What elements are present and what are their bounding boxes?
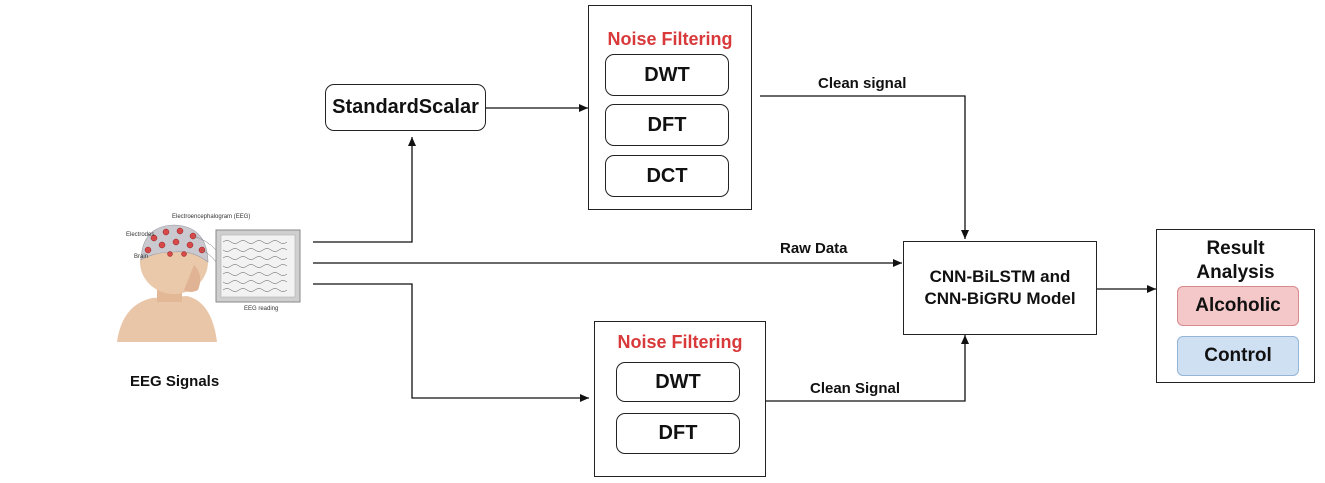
eeg-signals-caption: EEG Signals <box>130 373 220 390</box>
top-filter-dct: DCT <box>605 155 729 197</box>
clean-signal-bottom-label: Clean Signal <box>810 380 901 397</box>
edge-filter-to-model-clean <box>760 95 969 239</box>
eeg-head-image <box>117 224 301 342</box>
standard-scalar-label: StandardScalar <box>332 96 479 118</box>
bottom-filter-dwt-label: DWT <box>655 370 701 393</box>
eeg-header-text: Electroencephalogram (EEG) <box>172 214 251 220</box>
top-filter-dwt: DWT <box>605 54 729 96</box>
noise-filtering-top-title: Noise Filtering <box>607 29 733 49</box>
noise-filtering-top: Noise Filtering DWT DFT DCT <box>588 5 752 210</box>
eeg-illustration: Electroencephalogram (EEG) Electrodes Br… <box>112 210 307 345</box>
clean-signal-top-label: Clean signal <box>818 75 907 92</box>
bottom-filter-dwt: DWT <box>616 362 740 402</box>
alcoholic-label: Alcoholic <box>1195 295 1281 316</box>
alcoholic-class: Alcoholic <box>1177 286 1299 326</box>
result-title-line-2: Analysis <box>1196 262 1275 283</box>
top-filter-dct-label: DCT <box>646 164 688 187</box>
edge-bottom-filter-to-model <box>766 335 969 402</box>
edge-eeg-to-bottom-filter <box>313 283 589 402</box>
top-filter-dft-label: DFT <box>647 113 687 136</box>
model-line-2: CNN-BiGRU Model <box>924 289 1076 308</box>
result-title: Result Analysis <box>1157 237 1314 285</box>
noise-filtering-bottom-title: Noise Filtering <box>617 332 743 352</box>
result-title-line-1: Result <box>1206 238 1265 259</box>
noise-filtering-bottom: Noise Filtering DWT DFT <box>594 321 766 477</box>
model-line-1: CNN-BiLSTM and <box>929 267 1071 286</box>
cnn-model-box: CNN-BiLSTM and CNN-BiGRU Model <box>903 241 1097 335</box>
electrodes-label: Electrodes <box>126 232 155 238</box>
control-class: Control <box>1177 336 1299 376</box>
control-label: Control <box>1204 345 1272 366</box>
bottom-filter-dft: DFT <box>616 413 740 454</box>
result-analysis-box: Result Analysis Alcoholic Control <box>1156 229 1315 383</box>
brain-label: Brain <box>134 254 149 260</box>
edge-eeg-to-scalar <box>313 137 416 243</box>
bottom-filter-dft-label: DFT <box>658 422 698 444</box>
eeg-reading-label: EEG reading <box>244 306 279 312</box>
standard-scalar-box: StandardScalar <box>325 84 486 131</box>
top-filter-dwt-label: DWT <box>644 63 690 86</box>
raw-data-label: Raw Data <box>780 240 848 257</box>
top-filter-dft: DFT <box>605 104 729 146</box>
